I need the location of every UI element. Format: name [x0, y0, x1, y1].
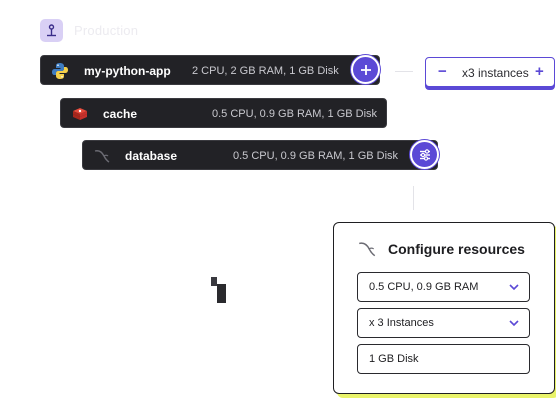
- configure-resources-panel: Configure resources 0.5 CPU, 0.9 GB RAM …: [333, 222, 555, 394]
- connector-line: [395, 71, 413, 72]
- sliders-icon: [419, 148, 430, 161]
- input-value: 1 GB Disk: [369, 353, 419, 365]
- panel-title: Configure resources: [388, 241, 525, 257]
- select-value: x 3 Instances: [369, 317, 434, 329]
- service-resources: 2 CPU, 2 GB RAM, 1 GB Disk: [192, 64, 339, 77]
- service-resources: 0.5 CPU, 0.9 GB RAM, 1 GB Disk: [233, 149, 399, 162]
- decrement-button[interactable]: −: [438, 63, 447, 80]
- add-button[interactable]: [351, 55, 380, 84]
- select-value: 0.5 CPU, 0.9 GB RAM: [369, 281, 479, 293]
- service-name: cache: [103, 107, 138, 121]
- service-row-cache[interactable]: cache 0.5 CPU, 0.9 GB RAM, 1 GB Disk: [60, 98, 387, 128]
- service-row-python[interactable]: my-python-app 2 CPU, 2 GB RAM, 1 GB Disk: [40, 55, 380, 85]
- service-name: my-python-app: [84, 64, 171, 78]
- cpu-ram-select[interactable]: 0.5 CPU, 0.9 GB RAM: [357, 272, 530, 302]
- instances-select[interactable]: x 3 Instances: [357, 308, 530, 338]
- decoration: [211, 277, 217, 286]
- service-name: database: [125, 149, 178, 163]
- configure-button[interactable]: [410, 140, 439, 169]
- environment-label: Production: [74, 22, 139, 38]
- python-icon: [52, 63, 68, 79]
- mysql-icon: [359, 242, 376, 257]
- connector-line: [413, 186, 414, 210]
- environment-header: Production: [40, 18, 139, 42]
- increment-button[interactable]: +: [535, 63, 544, 80]
- service-resources: 0.5 CPU, 0.9 GB RAM, 1 GB Disk: [212, 107, 378, 120]
- instances-stepper[interactable]: − x3 instances +: [425, 57, 555, 87]
- mysql-icon: [94, 150, 110, 163]
- anchor-icon: [40, 18, 63, 42]
- chevron-down-icon: [509, 284, 519, 291]
- disk-input[interactable]: 1 GB Disk: [357, 344, 530, 374]
- chevron-down-icon: [509, 320, 519, 327]
- redis-icon: [73, 108, 87, 120]
- decoration: [217, 284, 226, 303]
- instances-count: x3 instances: [462, 66, 529, 80]
- service-row-database[interactable]: database 0.5 CPU, 0.9 GB RAM, 1 GB Disk: [82, 140, 439, 170]
- plus-icon: [360, 64, 371, 75]
